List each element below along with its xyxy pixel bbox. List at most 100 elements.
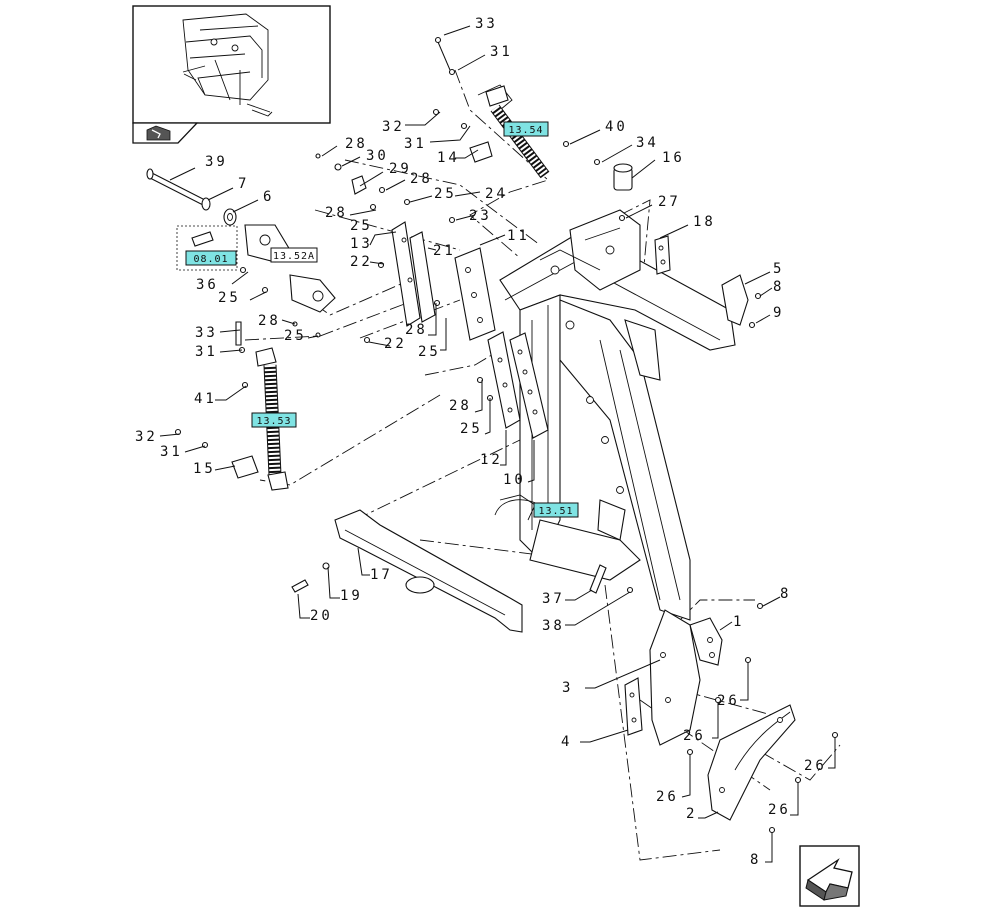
callout-30: 30 [366, 148, 389, 164]
callout-28: 28 [258, 313, 281, 329]
leader-lines [159, 25, 836, 863]
assembly-thumbnail[interactable] [132, 5, 331, 144]
ref-13-52a-text: 13.52A [273, 251, 315, 262]
strip-21 [409, 231, 436, 323]
bracket-14 [469, 141, 493, 163]
callout-9: 9 [773, 305, 784, 321]
callout-38: 38 [542, 618, 565, 634]
cross-beam-17 [334, 509, 523, 633]
ref-box-13-53[interactable]: 13.53 [251, 412, 297, 428]
callout-36: 36 [196, 277, 219, 293]
callout-19: 19 [340, 588, 363, 604]
callout-28: 28 [345, 136, 368, 152]
callout-8: 8 [780, 586, 791, 602]
pin-37 [589, 564, 607, 594]
callout-labels: 33 31 32 31 14 40 34 16 27 18 5 8 9 39 7… [135, 16, 827, 868]
plate-1 [689, 617, 723, 666]
callout-32: 32 [382, 119, 405, 135]
callout-12: 12 [480, 452, 503, 468]
ref-13-51-text: 13.51 [538, 506, 573, 517]
bracket-5 [721, 274, 749, 326]
ref-08-01-text: 08.01 [193, 254, 228, 265]
callout-33: 33 [195, 325, 218, 341]
bracket-15 [231, 455, 259, 479]
plate-4 [624, 677, 643, 736]
spring-damper-13-54 [477, 84, 550, 179]
callout-25: 25 [434, 186, 457, 202]
bracket-plate-13 [391, 221, 421, 327]
callout-33: 33 [475, 16, 498, 32]
ref-13-54-text: 13.54 [508, 125, 543, 136]
callout-6: 6 [263, 189, 274, 205]
callout-29: 29 [389, 161, 412, 177]
callout-11: 11 [507, 228, 530, 244]
washer-7 [201, 197, 211, 211]
ref-box-13-51[interactable]: 13.51 [533, 502, 579, 518]
callout-17: 17 [370, 567, 393, 583]
callout-26: 26 [804, 758, 827, 774]
ref-13-53-text: 13.53 [256, 416, 291, 427]
callout-34: 34 [636, 135, 659, 151]
callout-31: 31 [490, 44, 513, 60]
assembly-thumbnail-icon [182, 13, 273, 117]
callout-25: 25 [350, 218, 373, 234]
callout-22: 22 [384, 336, 407, 352]
callout-31: 31 [404, 136, 427, 152]
callout-8: 8 [773, 279, 784, 295]
plate-12 [487, 331, 521, 429]
callout-24: 24 [485, 186, 508, 202]
callout-4: 4 [561, 734, 572, 750]
callout-13: 13 [350, 236, 373, 252]
callout-40: 40 [605, 119, 628, 135]
side-plate-11 [454, 247, 496, 341]
callout-25: 25 [284, 328, 307, 344]
callout-20: 20 [310, 608, 333, 624]
plate-3 [649, 609, 701, 746]
hub-13-52a [244, 224, 336, 313]
plate-10 [509, 332, 549, 439]
ref-box-13-54[interactable]: 13.54 [503, 121, 549, 137]
link-18 [654, 235, 671, 275]
bolt-08-01 [191, 231, 214, 247]
callout-28: 28 [325, 205, 348, 221]
bushing-16 [613, 163, 633, 191]
callout-41: 41 [194, 391, 217, 407]
callout-23: 23 [469, 208, 492, 224]
folder-arrow-icon [146, 125, 171, 141]
callout-26: 26 [656, 789, 679, 805]
next-page-button[interactable] [799, 845, 860, 907]
callout-18: 18 [693, 214, 716, 230]
plate-2 [707, 704, 796, 821]
bushing-6 [223, 208, 237, 226]
callout-10: 10 [503, 472, 526, 488]
callout-2: 2 [686, 806, 697, 822]
callout-15: 15 [193, 461, 216, 477]
ref-box-13-52a[interactable]: 13.52A [270, 247, 318, 263]
callout-21: 21 [433, 243, 456, 259]
callout-31: 31 [195, 344, 218, 360]
folder-arrow-tab[interactable] [132, 122, 199, 144]
ref-box-08-01[interactable]: 08.01 [176, 225, 238, 271]
callout-8: 8 [750, 852, 761, 868]
callout-3: 3 [562, 680, 573, 696]
callout-25: 25 [218, 290, 241, 306]
callout-27: 27 [658, 194, 681, 210]
callout-31: 31 [160, 444, 183, 460]
callout-26: 26 [768, 802, 791, 818]
callout-14: 14 [437, 150, 460, 166]
callout-25: 25 [418, 344, 441, 360]
callout-16: 16 [662, 150, 685, 166]
callout-28: 28 [410, 171, 433, 187]
next-page-arrow-icon [805, 858, 853, 901]
callout-37: 37 [542, 591, 565, 607]
callout-28: 28 [449, 398, 472, 414]
callout-1: 1 [733, 614, 744, 630]
fasteners [174, 36, 839, 834]
callout-26: 26 [717, 693, 740, 709]
callout-5: 5 [773, 261, 784, 277]
callout-28: 28 [405, 322, 428, 338]
callout-7: 7 [238, 176, 249, 192]
callout-25: 25 [460, 421, 483, 437]
callout-32: 32 [135, 429, 158, 445]
